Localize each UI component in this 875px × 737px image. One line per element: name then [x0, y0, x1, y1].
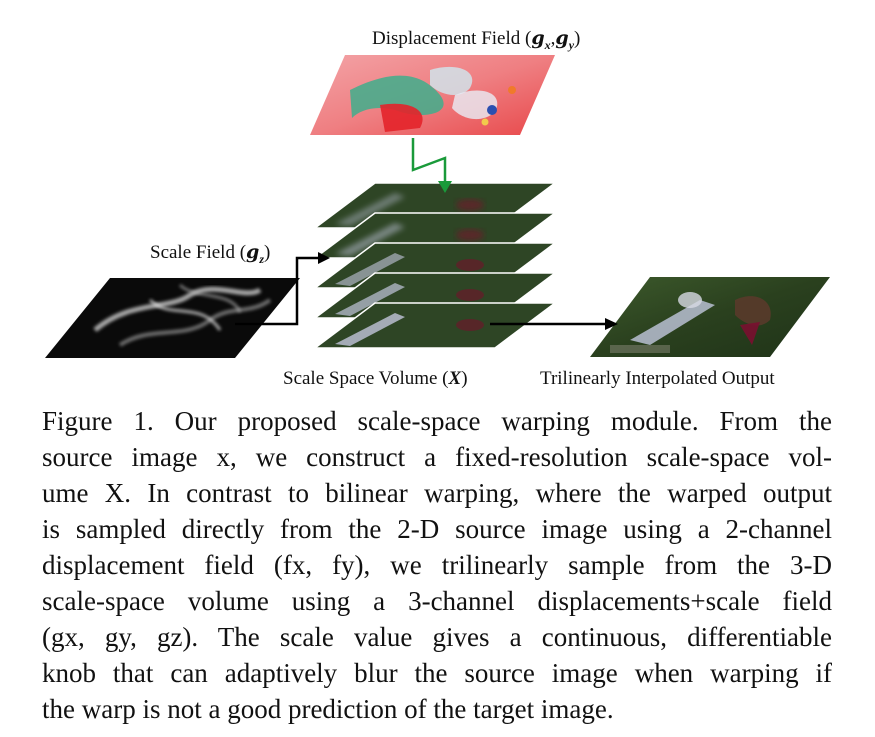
caption-line: is sampled directly from the 2-D source … — [42, 514, 832, 544]
output-plane — [590, 277, 830, 357]
scale-space-volume-label: Scale Space Volume (X) — [283, 368, 468, 389]
scale-field-arrow — [235, 252, 330, 326]
displacement-arrow — [411, 138, 452, 193]
displacement-field-label: Displacement Field (gx,gy) — [372, 27, 581, 52]
caption-line: source image x, we construct a fixed-res… — [42, 442, 832, 472]
caption-line: ume X. In contrast to bilinear warping, … — [42, 478, 832, 508]
scale-field-label: Scale Field (gz) — [150, 241, 271, 266]
scale-field-plane — [45, 278, 300, 358]
displacement-field-plane — [310, 55, 555, 135]
caption-line: Figure 1. Our proposed scale-space warpi… — [42, 406, 832, 436]
output-arrow — [490, 318, 618, 330]
caption-line: (gx, gy, gz). The scale value gives a co… — [42, 622, 832, 652]
figure-caption: Figure 1. Our proposed scale-space warpi… — [42, 403, 832, 727]
caption-line: scale-space volume using a 3-channel dis… — [42, 586, 832, 616]
caption-line: knob that can adaptively blur the source… — [42, 658, 832, 688]
scale-space-slice — [312, 302, 558, 349]
output-label: Trilinearly Interpolated Output — [540, 368, 775, 389]
diagram-canvas — [45, 55, 830, 358]
scale-space-volume-stack — [312, 182, 558, 349]
caption-line: the warp is not a good prediction of the… — [42, 694, 614, 724]
caption-line: displacement field (fx, fy), we trilinea… — [42, 550, 832, 580]
figure-diagram: Displacement Field (gx,gy) Scale Field (… — [45, 27, 830, 389]
